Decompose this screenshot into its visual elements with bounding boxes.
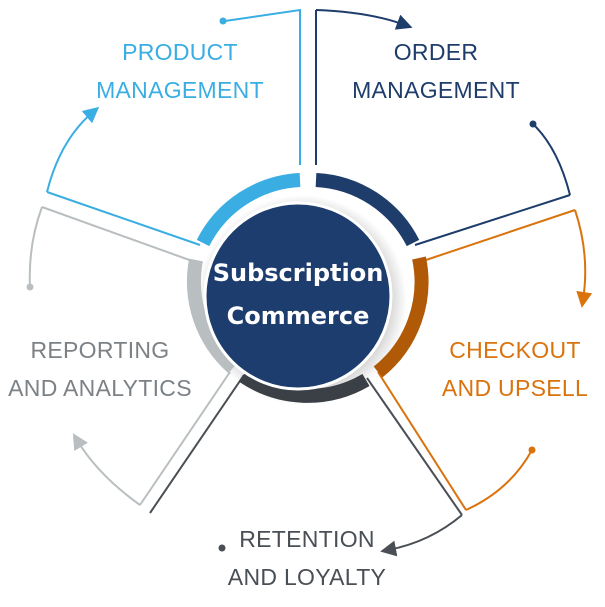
label-line: MANAGEMENT — [352, 77, 520, 103]
segment-checkout-outline — [377, 209, 593, 511]
label-line: MANAGEMENT — [96, 77, 264, 103]
label-line: AND LOYALTY — [227, 564, 387, 590]
label-line: ORDER — [393, 39, 479, 65]
segment-reporting-outline — [26, 206, 231, 506]
center-title-line1: Subscription — [212, 259, 384, 287]
label-checkout-upsell: CHECKOUT AND UPSELL — [425, 331, 605, 407]
center-title-line2: Commerce — [226, 302, 370, 330]
label-product-management: PRODUCT MANAGEMENT — [80, 33, 280, 109]
label-retention-loyalty: RETENTION AND LOYALTY — [207, 520, 407, 596]
label-line: AND UPSELL — [441, 375, 589, 401]
label-order-management: ORDER MANAGEMENT — [336, 33, 536, 109]
label-line: CHECKOUT — [449, 337, 581, 363]
label-line: REPORTING — [30, 337, 170, 363]
center-circle — [203, 201, 393, 391]
label-line: PRODUCT — [122, 39, 238, 65]
segment-order-outline — [315, 9, 571, 246]
segment-product-outline — [46, 8, 301, 246]
label-line: RETENTION — [239, 526, 375, 552]
label-line: AND ANALYTICS — [8, 375, 192, 401]
center-title: Subscription Commerce — [206, 252, 390, 338]
segment-retention-outline — [149, 374, 463, 557]
label-reporting-analytics: REPORTING AND ANALYTICS — [0, 331, 200, 407]
